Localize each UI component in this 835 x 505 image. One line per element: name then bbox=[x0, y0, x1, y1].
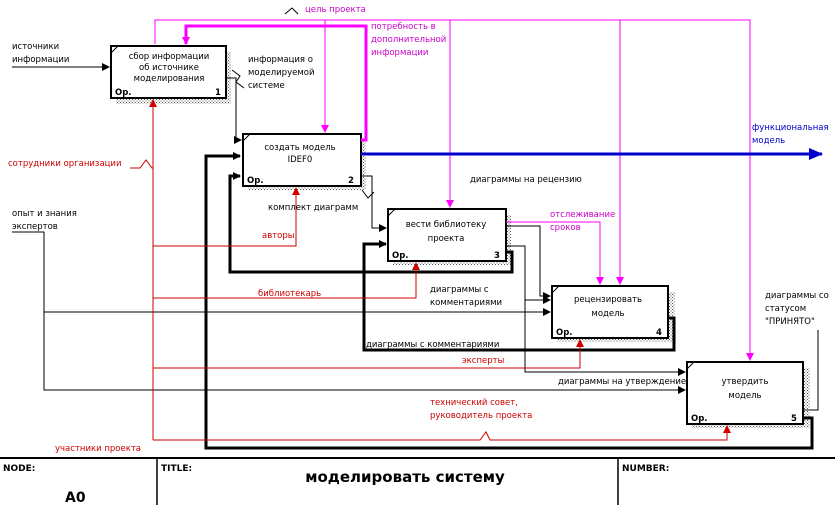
box-3-op: Ор. bbox=[392, 251, 409, 261]
label-tracking-1: отслеживание bbox=[550, 210, 615, 220]
input-labels: источники информации опыт и знания экспе… bbox=[12, 42, 77, 232]
box-1-line-1: сбор информации bbox=[129, 52, 210, 62]
box-4-line-1: рецензировать bbox=[574, 295, 642, 305]
footer-title-label: TITLE: bbox=[161, 464, 192, 474]
label-participants: участники проекта bbox=[55, 444, 141, 454]
goal-squiggle bbox=[284, 7, 299, 15]
box-4-line-2: модель bbox=[591, 309, 624, 319]
black-arrows bbox=[12, 63, 819, 411]
box-2-op: Ор. bbox=[247, 176, 264, 186]
need-info-arrow bbox=[182, 24, 368, 142]
label-need-info-3: информации bbox=[371, 48, 428, 58]
label-tracking-2: сроков bbox=[550, 223, 581, 233]
box-3-number: 3 bbox=[494, 251, 500, 261]
footer-number-label: NUMBER: bbox=[622, 464, 669, 474]
label-func-model-2: модель bbox=[752, 136, 785, 146]
label-staff: сотрудники организации bbox=[8, 159, 121, 169]
label-experts-knowledge-1: опыт и знания bbox=[12, 209, 77, 219]
label-with-comments-2: диаграммы с комментариями bbox=[366, 340, 499, 350]
label-info-model-3: системе bbox=[248, 81, 285, 91]
label-accepted-2: статусом bbox=[765, 304, 806, 314]
label-info-model-1: информация о bbox=[248, 55, 313, 65]
box-5-line-1: утвердить bbox=[722, 377, 769, 387]
label-for-approval: диаграммы на утверждение bbox=[558, 377, 686, 387]
control-arrows bbox=[154, 19, 754, 361]
box-3-line-1: вести библиотеку bbox=[406, 220, 487, 230]
mechanism-arrows bbox=[130, 99, 731, 441]
footer: NODE: A0 TITLE: моделировать систему NUM… bbox=[0, 457, 835, 505]
label-sources-2: информации bbox=[12, 55, 69, 65]
footer-title-value: моделировать систему bbox=[305, 468, 505, 486]
label-need-info-1: потребность в bbox=[371, 22, 436, 32]
label-authors: авторы bbox=[262, 231, 294, 241]
box-1-line-2: об источнике bbox=[139, 63, 199, 73]
box-1[interactable]: сбор информации об источнике моделирован… bbox=[110, 45, 227, 99]
label-experts: эксперты bbox=[462, 356, 504, 366]
box-4-op: Ор. bbox=[556, 328, 573, 338]
feedback-arrows bbox=[204, 152, 814, 450]
box-4[interactable]: рецензировать модель Ор. 4 bbox=[551, 285, 669, 339]
label-council-2: руководитель проекта bbox=[430, 411, 532, 421]
box-5[interactable]: утвердить модель Ор. 5 bbox=[686, 361, 804, 425]
info-squiggle bbox=[231, 69, 245, 89]
box-1-line-3: моделирования bbox=[134, 74, 205, 84]
control-labels: цель проекта потребность в дополнительно… bbox=[305, 5, 615, 233]
mechanism-labels: сотрудники организации авторы библиотека… bbox=[8, 159, 532, 454]
box-1-number: 1 bbox=[215, 88, 221, 98]
footer-node-label: NODE: bbox=[3, 464, 35, 474]
label-for-review: диаграммы на рецензию bbox=[470, 175, 582, 185]
box-1-op: Ор. bbox=[115, 88, 132, 98]
box-3[interactable]: вести библиотеку проекта Ор. 3 bbox=[387, 208, 507, 262]
label-project-goal: цель проекта bbox=[305, 5, 366, 15]
box-2-line-2: IDEF0 bbox=[288, 155, 313, 165]
label-info-model-2: моделируемой bbox=[248, 68, 314, 78]
box-5-op: Ор. bbox=[691, 414, 708, 424]
label-with-comments-1b: комментариями bbox=[430, 298, 502, 308]
label-diagram-set: комплект диаграмм bbox=[268, 203, 358, 213]
box-5-line-2: модель bbox=[728, 391, 761, 401]
box-2-line-1: создать модель bbox=[264, 143, 335, 153]
set-squiggle bbox=[361, 189, 375, 199]
box-2-number: 2 bbox=[348, 176, 354, 186]
label-council-1: технический совет, bbox=[430, 398, 518, 408]
label-func-model-1: функциональная bbox=[752, 123, 829, 133]
label-experts-knowledge-2: экспертов bbox=[12, 222, 58, 232]
footer-node-value: A0 bbox=[65, 490, 86, 505]
label-accepted-1: диаграммы со bbox=[765, 291, 829, 301]
box-2[interactable]: создать модель IDEF0 Ор. 2 bbox=[242, 133, 362, 187]
box-5-number: 5 bbox=[791, 414, 797, 424]
output-labels: информация о моделируемой системе функци… bbox=[248, 55, 829, 387]
label-sources-1: источники bbox=[12, 42, 59, 52]
box-3-line-2: проекта bbox=[428, 234, 465, 244]
label-with-comments-1: диаграммы с bbox=[430, 285, 489, 295]
box-4-number: 4 bbox=[656, 328, 662, 338]
label-accepted-3: "ПРИНЯТО" bbox=[765, 317, 815, 327]
label-need-info-2: дополнительной bbox=[371, 35, 446, 45]
label-librarian: библиотекарь bbox=[258, 289, 321, 299]
